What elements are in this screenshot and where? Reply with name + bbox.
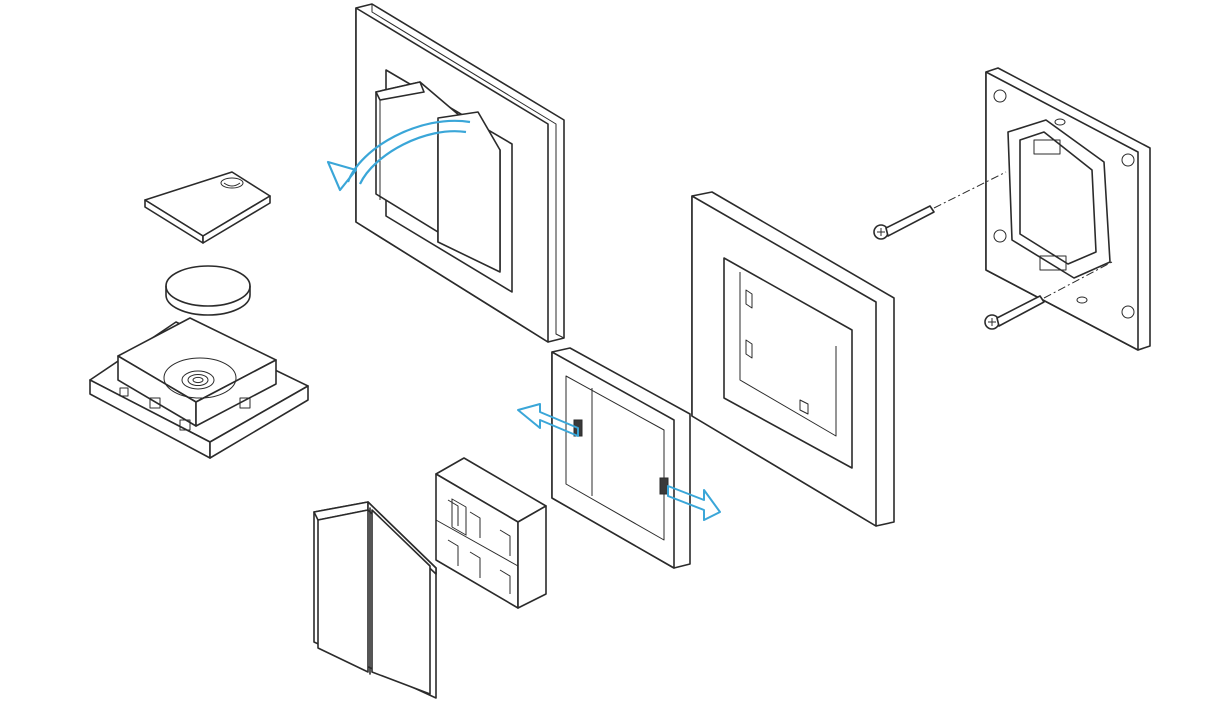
- coin-cell-battery: [165, 265, 251, 316]
- screw-upper: [873, 171, 1007, 240]
- inner-mounting-frame: [551, 347, 691, 569]
- cover-frame: [691, 191, 895, 527]
- battery-holder-module: [89, 317, 309, 459]
- release-arrow-right-icon: [667, 485, 721, 521]
- battery-cover: [144, 171, 271, 244]
- assembled-frame-with-rocker: [355, 3, 565, 343]
- mounting-plate: [985, 67, 1151, 351]
- double-rocker-paddle: [313, 501, 437, 699]
- release-arrow-left-icon: [517, 403, 579, 437]
- screw-lower: [984, 261, 1113, 330]
- switch-insert-module: [435, 457, 547, 609]
- rotate-arrow-icon: [326, 119, 471, 192]
